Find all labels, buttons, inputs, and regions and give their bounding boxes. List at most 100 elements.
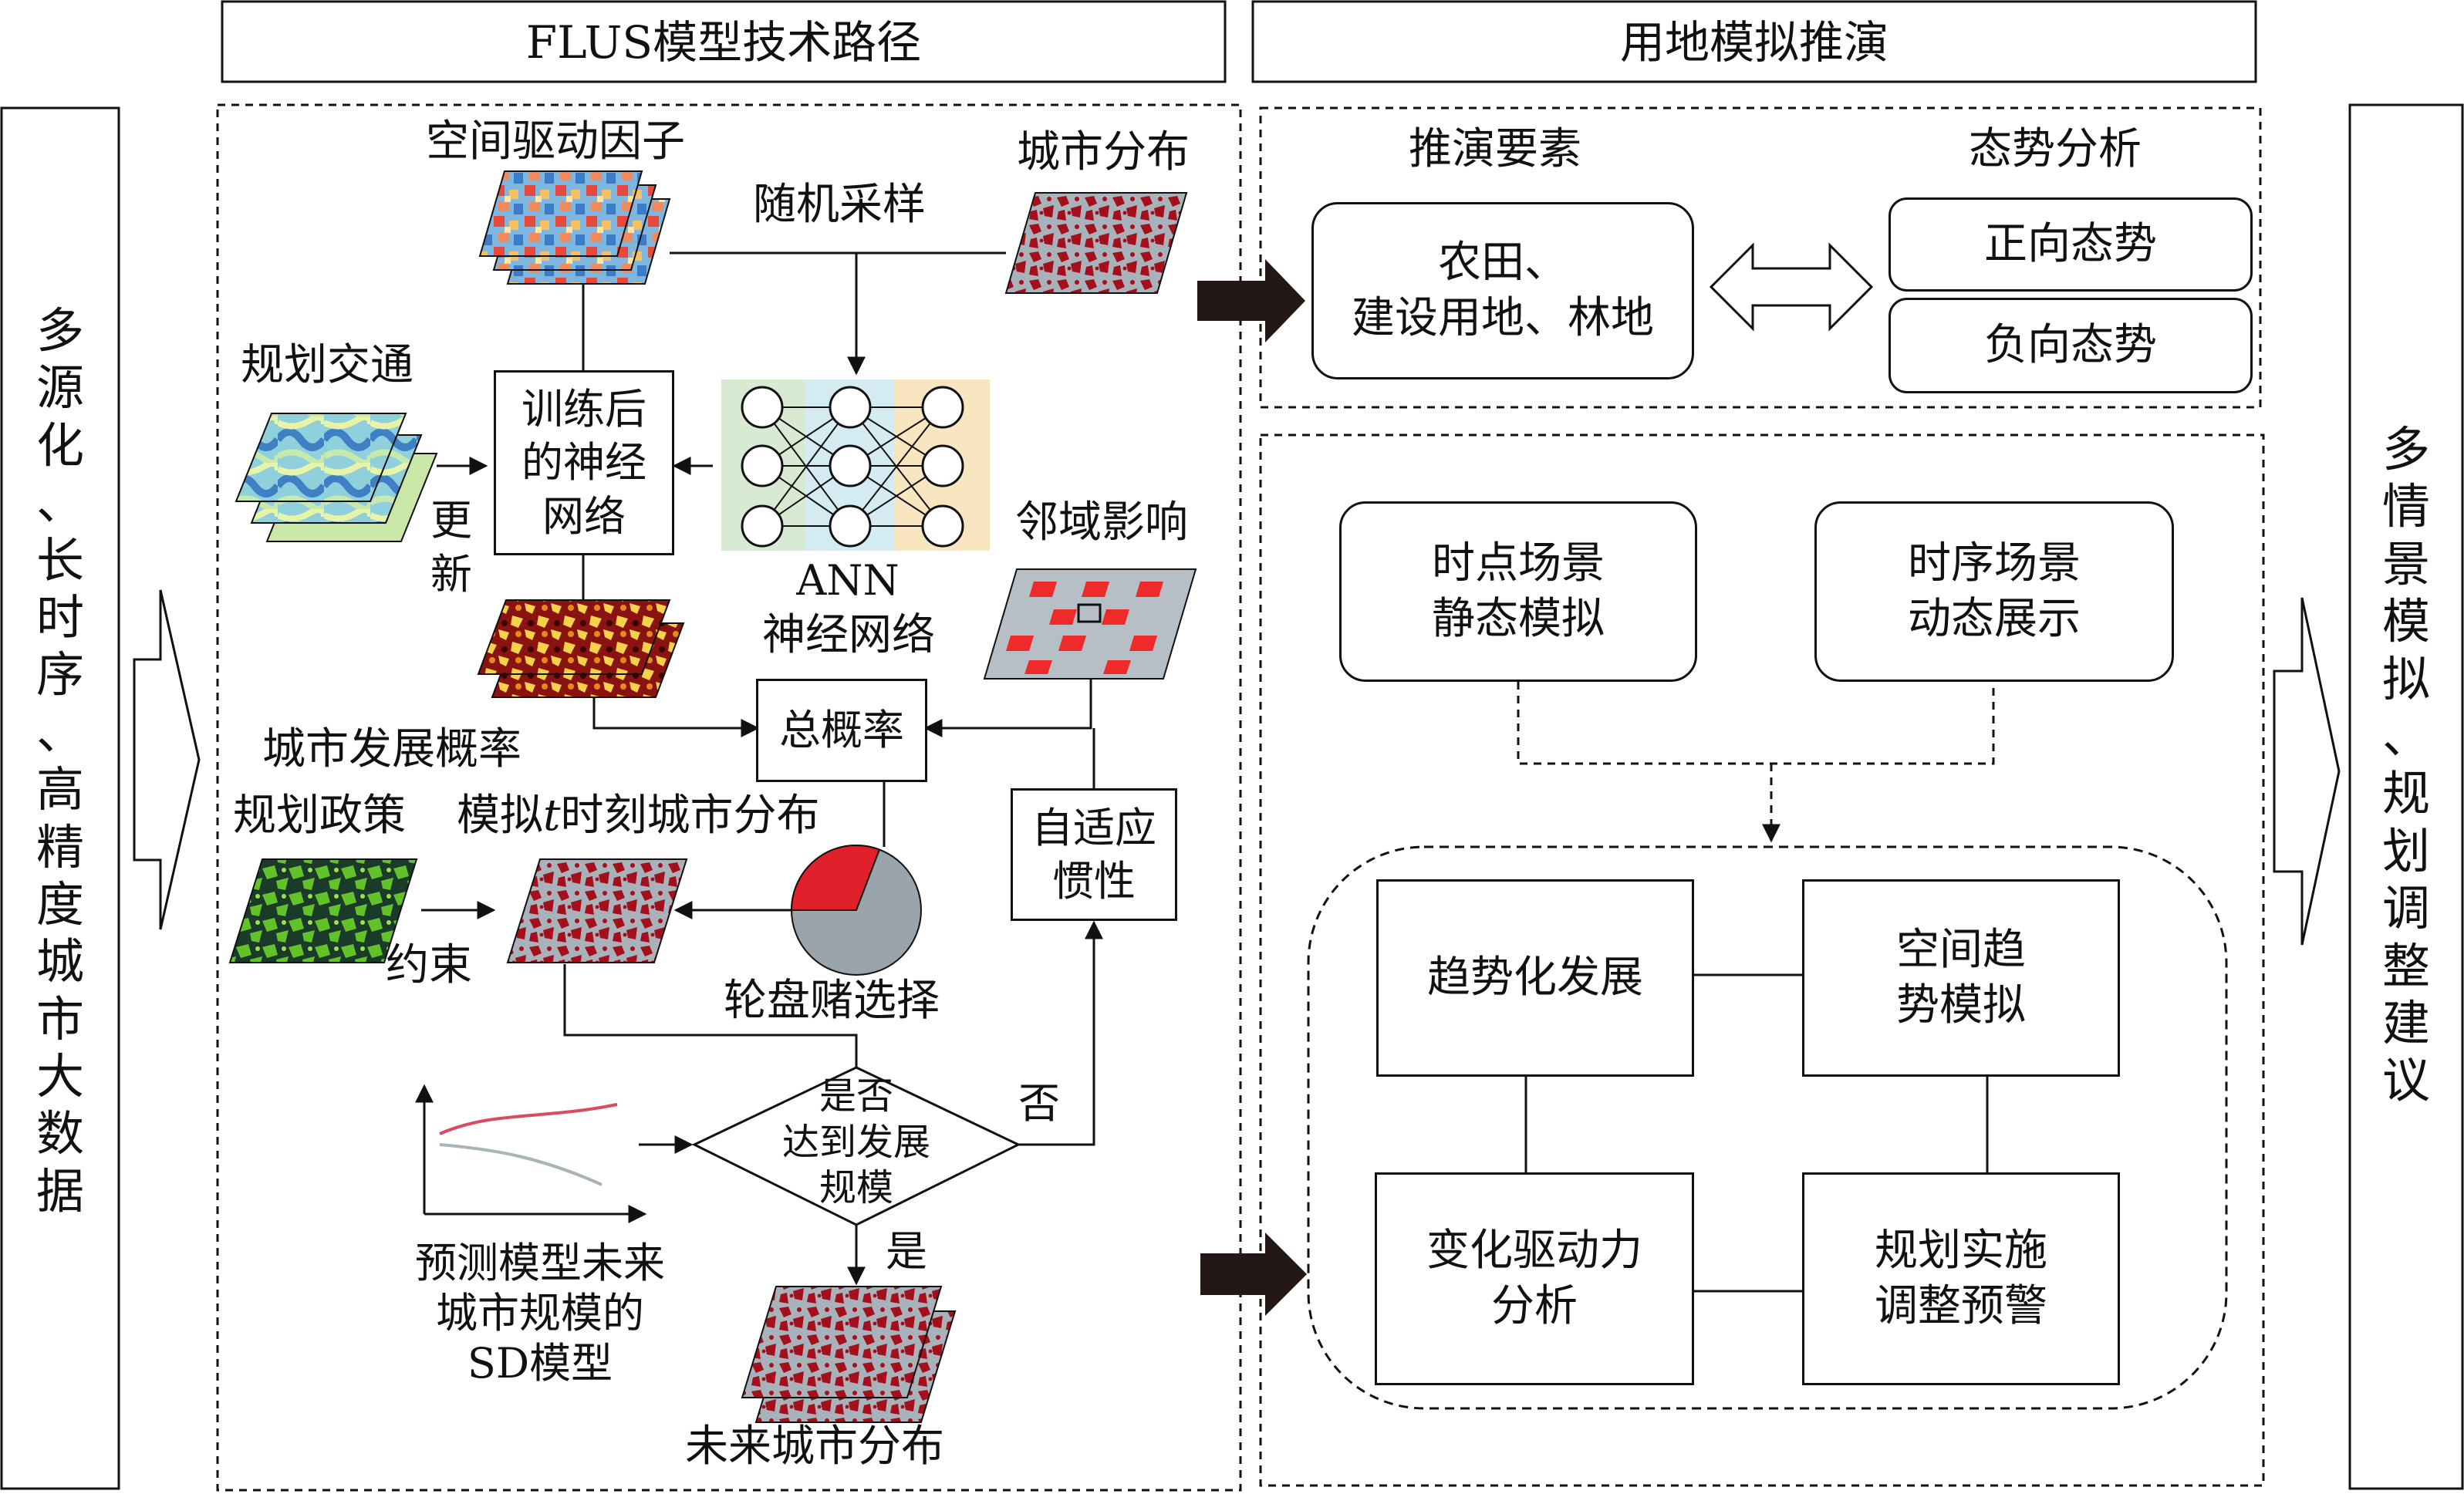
left-char: 大: [35, 1048, 84, 1105]
simulated-suffix: 时刻城市分布: [560, 791, 820, 841]
flus-dashed-frame: [216, 103, 1242, 1492]
spatial-factors-label: 空间驱动因子: [426, 116, 685, 167]
static-line-2: 静态模拟: [1432, 594, 1605, 644]
decision-text: 是否 达到发展 规模: [741, 1074, 972, 1212]
dynamic-line-1: 时序场景: [1908, 538, 2081, 589]
elements-title: 推演要素: [1409, 124, 1581, 174]
right-char: 调: [2381, 880, 2430, 937]
sd-model-label: 预测模型未来 城市规模的 SD模型: [363, 1239, 717, 1388]
sd-line-1: 预测模型未来: [415, 1239, 665, 1287]
left-data-panel: [0, 106, 120, 1490]
trained-line-2: 的神经: [521, 438, 646, 487]
urban-distribution-label: 城市分布: [1017, 127, 1190, 177]
urban-probability-label: 城市发展概率: [262, 724, 521, 774]
left-char: 源: [35, 359, 84, 416]
spatial-trend-line-1: 空间趋: [1896, 925, 2026, 976]
neural-network-label: 神经网络: [762, 610, 935, 660]
flus-header-frame: [221, 0, 1227, 83]
total-probability-box: 总概率: [756, 679, 927, 782]
static-scenario-box: 时点场景 静态模拟: [1339, 501, 1697, 682]
left-char: 长: [35, 531, 84, 588]
trend-title: 态势分析: [1969, 124, 2142, 174]
warning-box: 规划实施 调整预警: [1802, 1172, 2120, 1385]
elements-line-2: 建设用地、林地: [1352, 293, 1654, 343]
right-char: 景: [2381, 535, 2430, 592]
left-char: 、: [35, 474, 84, 531]
right-char: 建: [2381, 994, 2430, 1051]
right-char: 整: [2381, 937, 2430, 994]
bold-arrow-to-elements: [1197, 259, 1305, 342]
negative-text: 负向态势: [1984, 320, 2157, 371]
right-char: 、: [2381, 707, 2430, 764]
spatial-trend-line-2: 势模拟: [1896, 980, 2026, 1030]
right-char: 情: [2381, 478, 2430, 535]
trained-network-box: 训练后 的神经 网络: [494, 370, 674, 555]
simulated-prefix: 模拟: [457, 791, 543, 841]
left-char: 精: [35, 818, 84, 875]
right-output-panel: [2348, 103, 2464, 1490]
elements-line-1: 农田、: [1438, 238, 1568, 288]
left-char: 度: [35, 875, 84, 932]
dynamic-line-2: 动态展示: [1908, 594, 2081, 644]
roulette-label: 轮盘赌选择: [724, 976, 940, 1026]
driving-line-2: 分析: [1491, 1281, 1578, 1331]
right-char: 模: [2381, 593, 2430, 650]
sd-line-2: 城市规模的: [436, 1288, 644, 1337]
neighborhood-label: 邻域影响: [1015, 497, 1188, 548]
future-distribution-label: 未来城市分布: [685, 1421, 944, 1472]
right-char: 多: [2381, 421, 2430, 477]
planning-policy-label: 规划政策: [233, 791, 406, 841]
left-char: 多: [35, 302, 84, 359]
inertia-line-1: 自适应: [1031, 803, 1156, 852]
bold-arrow-to-scenarios: [1200, 1233, 1307, 1316]
right-char: 议: [2381, 1052, 2430, 1109]
spatial-factor-layers: [478, 170, 671, 285]
right-char: 规: [2381, 765, 2430, 822]
deduction-header-frame: [1251, 0, 2257, 83]
left-char: 高: [35, 761, 84, 818]
total-probability-text: 总概率: [779, 706, 904, 755]
urban-probability-layers: [477, 599, 685, 698]
right-panel-text: 多情景模拟、规划调整建议: [2350, 421, 2462, 1110]
yes-label: 是: [886, 1227, 927, 1276]
constraint-label: 约束: [386, 940, 472, 990]
planning-policy-map: [228, 858, 418, 963]
random-sampling-label: 随机采样: [753, 180, 926, 230]
left-char: 市: [35, 990, 84, 1047]
left-char: 、: [35, 703, 84, 760]
right-char: 拟: [2381, 650, 2430, 707]
update-char-1: 更: [430, 496, 472, 545]
sd-model-chart: [415, 1084, 647, 1223]
ann-label: ANN: [796, 556, 900, 605]
dynamic-scenario-box: 时序场景 动态展示: [1814, 501, 2174, 682]
inertia-line-2: 惯性: [1052, 857, 1136, 906]
adaptive-inertia-box: 自适应 惯性: [1011, 788, 1177, 921]
decision-line-3: 规模: [819, 1166, 893, 1210]
left-char: 化: [35, 416, 84, 474]
left-char: 序: [35, 646, 84, 703]
left-hollow-arrow: [133, 589, 201, 930]
double-hollow-arrow: [1709, 242, 1874, 332]
right-hollow-arrow: [2273, 597, 2341, 946]
warning-line-1: 规划实施: [1875, 1226, 2047, 1276]
deduction-header-title: 用地模拟推演: [1619, 16, 1889, 69]
decision-line-1: 是否: [819, 1074, 893, 1118]
right-char: 划: [2381, 822, 2430, 879]
sd-line-3: SD模型: [467, 1338, 613, 1388]
deduction-dashed-frame: [1259, 106, 2262, 409]
left-char: 数: [35, 1105, 84, 1162]
simulated-t-italic: t: [543, 791, 561, 841]
trained-line-3: 网络: [542, 491, 626, 541]
left-panel-text: 多源化、长时序、高精度城市大数据: [2, 302, 119, 1220]
negative-trend-box: 负向态势: [1889, 298, 2253, 393]
warning-line-2: 调整预警: [1875, 1281, 2047, 1331]
no-label: 否: [1018, 1079, 1060, 1128]
scenario-dashed-frame: [1259, 433, 2265, 1487]
driving-line-1: 变化驱动力: [1426, 1226, 1642, 1276]
simulated-t-label: 模拟t时刻城市分布: [457, 790, 820, 842]
roulette-wheel: [790, 844, 922, 976]
trend-dev-text: 趋势化发展: [1427, 953, 1643, 1003]
planned-traffic-label: 规划交通: [241, 340, 413, 390]
left-char: 城: [35, 933, 84, 990]
positive-trend-box: 正向态势: [1889, 197, 2253, 292]
